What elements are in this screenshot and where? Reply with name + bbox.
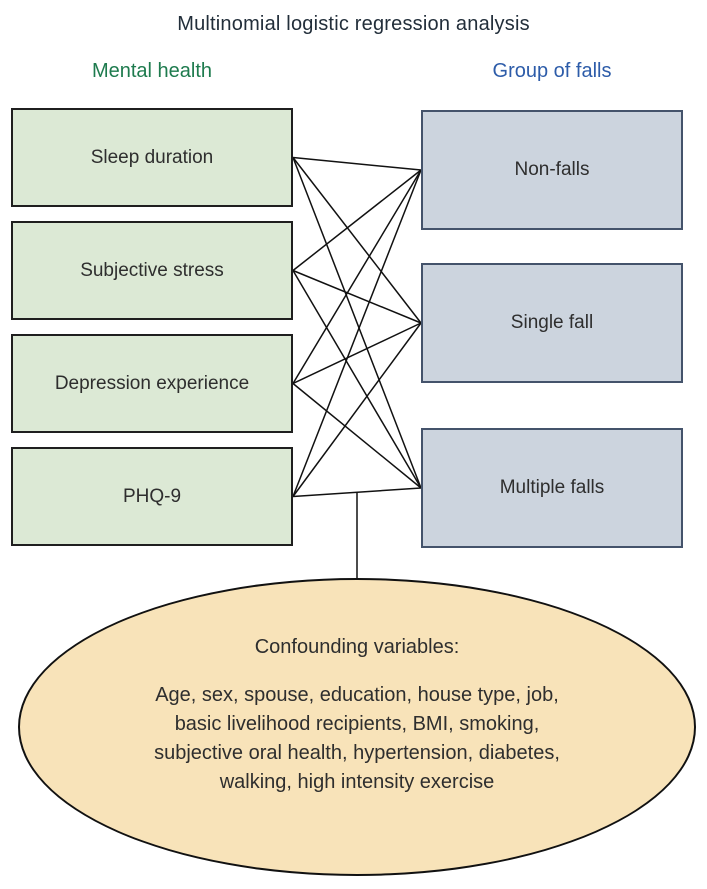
confounding-variables-ellipse: Confounding variables: Age, sex, spouse,…: [18, 578, 696, 876]
box-phq-9: PHQ-9: [11, 447, 293, 546]
confounders-list: Age, sex, spouse, education, house type,…: [154, 684, 560, 793]
box-non-falls: Non-falls: [421, 110, 683, 230]
box-sleep-duration: Sleep duration: [11, 108, 293, 207]
box-depression-experience: Depression experience: [11, 334, 293, 433]
box-subjective-stress: Subjective stress: [11, 221, 293, 320]
diagram-title: Multinomial logistic regression analysis: [177, 13, 530, 35]
confounders-heading: Confounding variables:: [254, 636, 460, 658]
box-multiple-falls: Multiple falls: [421, 428, 683, 548]
group-of-falls-column-header: Group of falls: [492, 60, 612, 82]
mental-health-column-header: Mental health: [91, 60, 213, 82]
box-single-fall: Single fall: [421, 263, 683, 383]
